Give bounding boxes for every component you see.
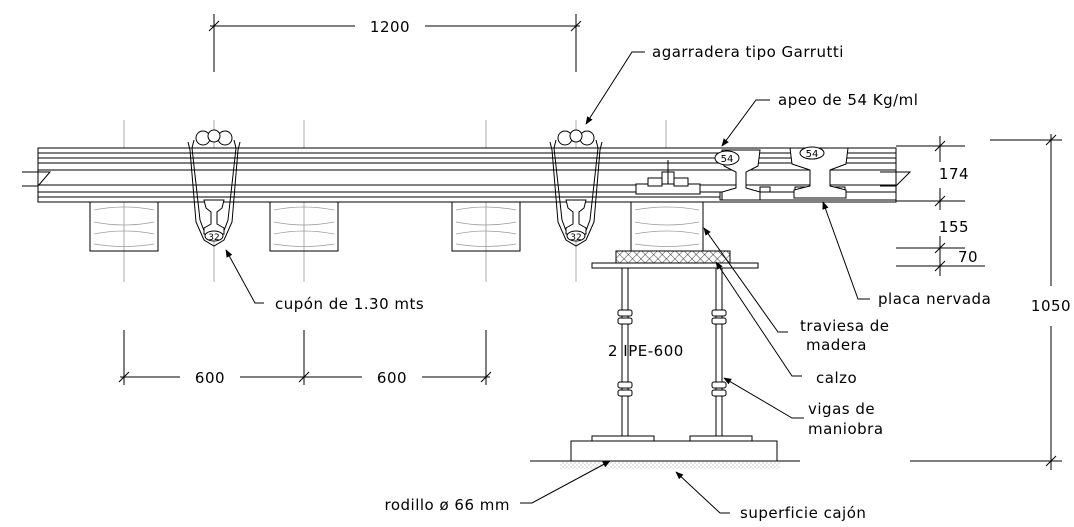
label-shim: calzo xyxy=(715,261,857,387)
label-ribbed-plate: placa nervada xyxy=(822,201,991,308)
dim-top-span-text: 1200 xyxy=(370,18,410,36)
clamp-left: 32 xyxy=(187,129,241,247)
rail-tag-a: 54 xyxy=(721,154,734,165)
label-coupon: cupón de 1.30 mts xyxy=(225,249,424,313)
maneuver-beams: 2 IPE-600 xyxy=(591,262,759,442)
label-clamp: agarradera tipo Garrutti xyxy=(585,43,844,125)
clamp-tag-left: 32 xyxy=(208,233,219,243)
shim xyxy=(615,250,731,264)
label-beams-text-2: maniobra xyxy=(808,420,884,438)
dim-total-height-text: 1050 xyxy=(1031,297,1071,315)
dim-shim-height-text: 70 xyxy=(958,248,978,266)
label-sleeper-text-2: madera xyxy=(806,336,867,354)
rail-fastening xyxy=(635,160,701,195)
dim-rail-height-text: 174 xyxy=(939,165,969,183)
bolt-group-4 xyxy=(711,381,727,397)
bolt-group-2 xyxy=(711,309,727,325)
dim-plate-height-text: 155 xyxy=(939,218,969,236)
label-sleeper-text-1: traviesa de xyxy=(800,317,890,335)
label-beams-text-1: vigas de xyxy=(808,400,875,418)
bolt-group-3 xyxy=(617,381,633,397)
bolt-group-1 xyxy=(617,309,633,325)
label-box-surface: superficie cajón xyxy=(675,471,866,522)
label-shim-text: calzo xyxy=(816,369,857,387)
dim-right-stack: 174 155 70 xyxy=(896,136,985,276)
label-support-rail-text: apeo de 54 Kg/ml xyxy=(778,91,918,109)
support-rail-a: 54 xyxy=(714,149,761,201)
rail-tag-b: 54 xyxy=(806,149,819,160)
label-beams: vigas de maniobra xyxy=(723,377,884,438)
label-clamp-text: agarradera tipo Garrutti xyxy=(652,43,844,61)
beam-section-label: 2 IPE-600 xyxy=(608,342,684,360)
sleeper-4 xyxy=(630,200,704,252)
dim-bottom-spans: 600 600 xyxy=(118,330,492,387)
dim-bottom-left-text: 600 xyxy=(195,369,225,387)
dim-total-height: 1050 xyxy=(910,134,1071,470)
dim-top-span: 1200 xyxy=(208,14,582,72)
wood-sleepers xyxy=(89,200,704,252)
label-roller: rodillo ø 66 mm xyxy=(384,460,611,514)
roller-base xyxy=(530,440,800,469)
clamp-right: 32 xyxy=(549,129,603,247)
label-box-surface-text: superficie cajón xyxy=(740,504,866,522)
label-coupon-text: cupón de 1.30 mts xyxy=(275,295,424,313)
support-rail-b: 54 xyxy=(789,146,849,199)
label-ribbed-plate-text: placa nervada xyxy=(878,290,991,308)
dim-bottom-right-text: 600 xyxy=(377,369,407,387)
clamp-tag-right: 32 xyxy=(570,233,581,243)
label-roller-text: rodillo ø 66 mm xyxy=(384,496,510,514)
label-sleeper: traviesa de madera xyxy=(703,227,890,354)
label-support-rail: apeo de 54 Kg/ml xyxy=(721,91,918,147)
